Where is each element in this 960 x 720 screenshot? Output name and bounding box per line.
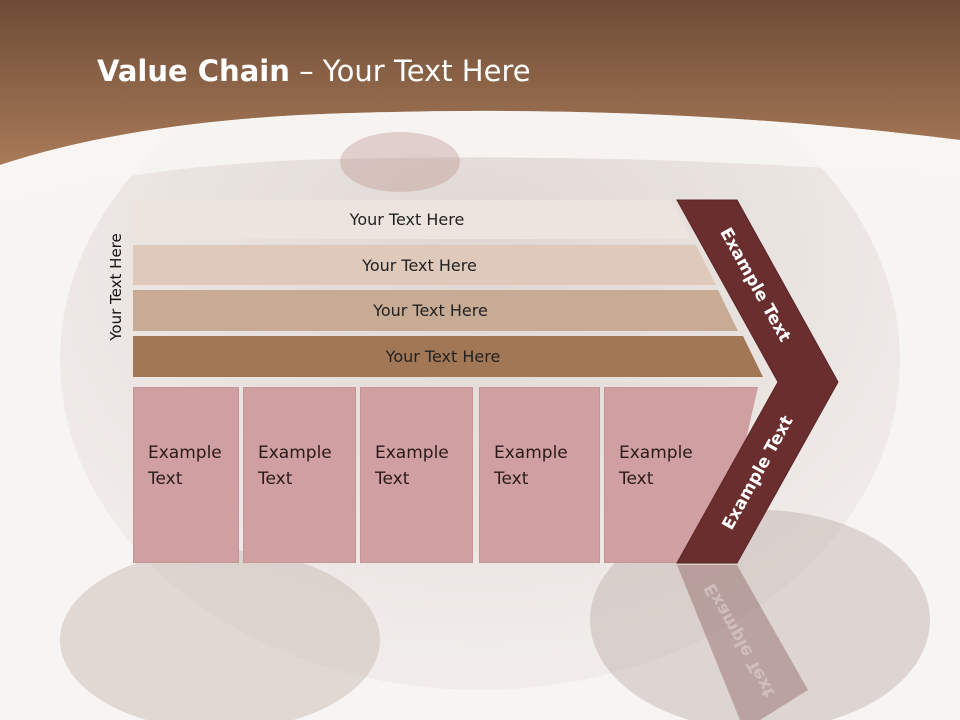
box-line-2: Text <box>258 469 293 489</box>
bar-label: Your Text Here <box>373 301 488 320</box>
box-line-2: Text <box>375 469 410 489</box>
side-label: Your Text Here <box>107 233 125 341</box>
box-line-2: Text <box>619 469 654 489</box>
box-line-1: Example <box>494 443 568 463</box>
bar-label: Your Text Here <box>349 210 465 229</box>
bar-label: Your Text Here <box>362 255 477 275</box>
page-title: Value Chain – Your Text Here <box>97 54 531 88</box>
box-line-1: Example <box>258 443 332 463</box>
box-line-1: Example <box>619 443 693 463</box>
bar-1: Your Text Here <box>133 200 691 239</box>
box-line-1: Example <box>148 443 222 463</box>
box-line-1: Example <box>375 443 449 463</box>
box-line-2: Text <box>148 469 183 489</box>
bar-2: Your Text Here <box>133 245 716 285</box>
header-band <box>0 0 960 165</box>
box-line-2: Text <box>494 469 529 489</box>
bar-4: Your Text Here <box>133 336 763 377</box>
bar-3: Your Text Here <box>133 290 738 331</box>
bar-label: Your Text Here <box>385 347 501 366</box>
